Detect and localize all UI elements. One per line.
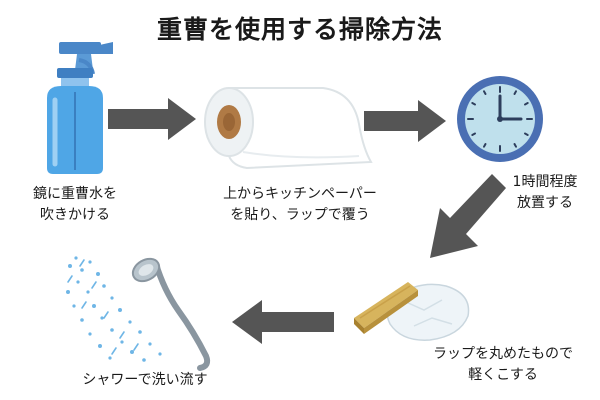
step-5-caption: シャワーで洗い流す xyxy=(82,372,208,388)
arrow-right-icon xyxy=(108,98,198,140)
arrow-right-icon xyxy=(364,100,448,142)
step-4-caption: ラップを丸めたもので 軽くこする xyxy=(433,346,573,383)
crumpled-wrap-icon xyxy=(350,272,480,344)
clock-icon xyxy=(455,74,545,164)
arrow-left-icon xyxy=(230,300,336,344)
paper-towel-roll-icon xyxy=(203,86,373,170)
arrow-down-left-icon xyxy=(420,172,510,264)
step-1-caption: 鏡に重曹水を 吹きかける xyxy=(33,186,117,223)
spray-bottle-icon xyxy=(35,40,115,175)
step-2-caption: 上からキッチンペーパー を貼り、ラップで覆う xyxy=(223,186,377,223)
step-3-caption: 1時間程度 放置する xyxy=(512,174,578,211)
page-title: 重曹を使用する掃除方法 xyxy=(156,15,443,44)
shower-head-icon xyxy=(60,252,220,372)
